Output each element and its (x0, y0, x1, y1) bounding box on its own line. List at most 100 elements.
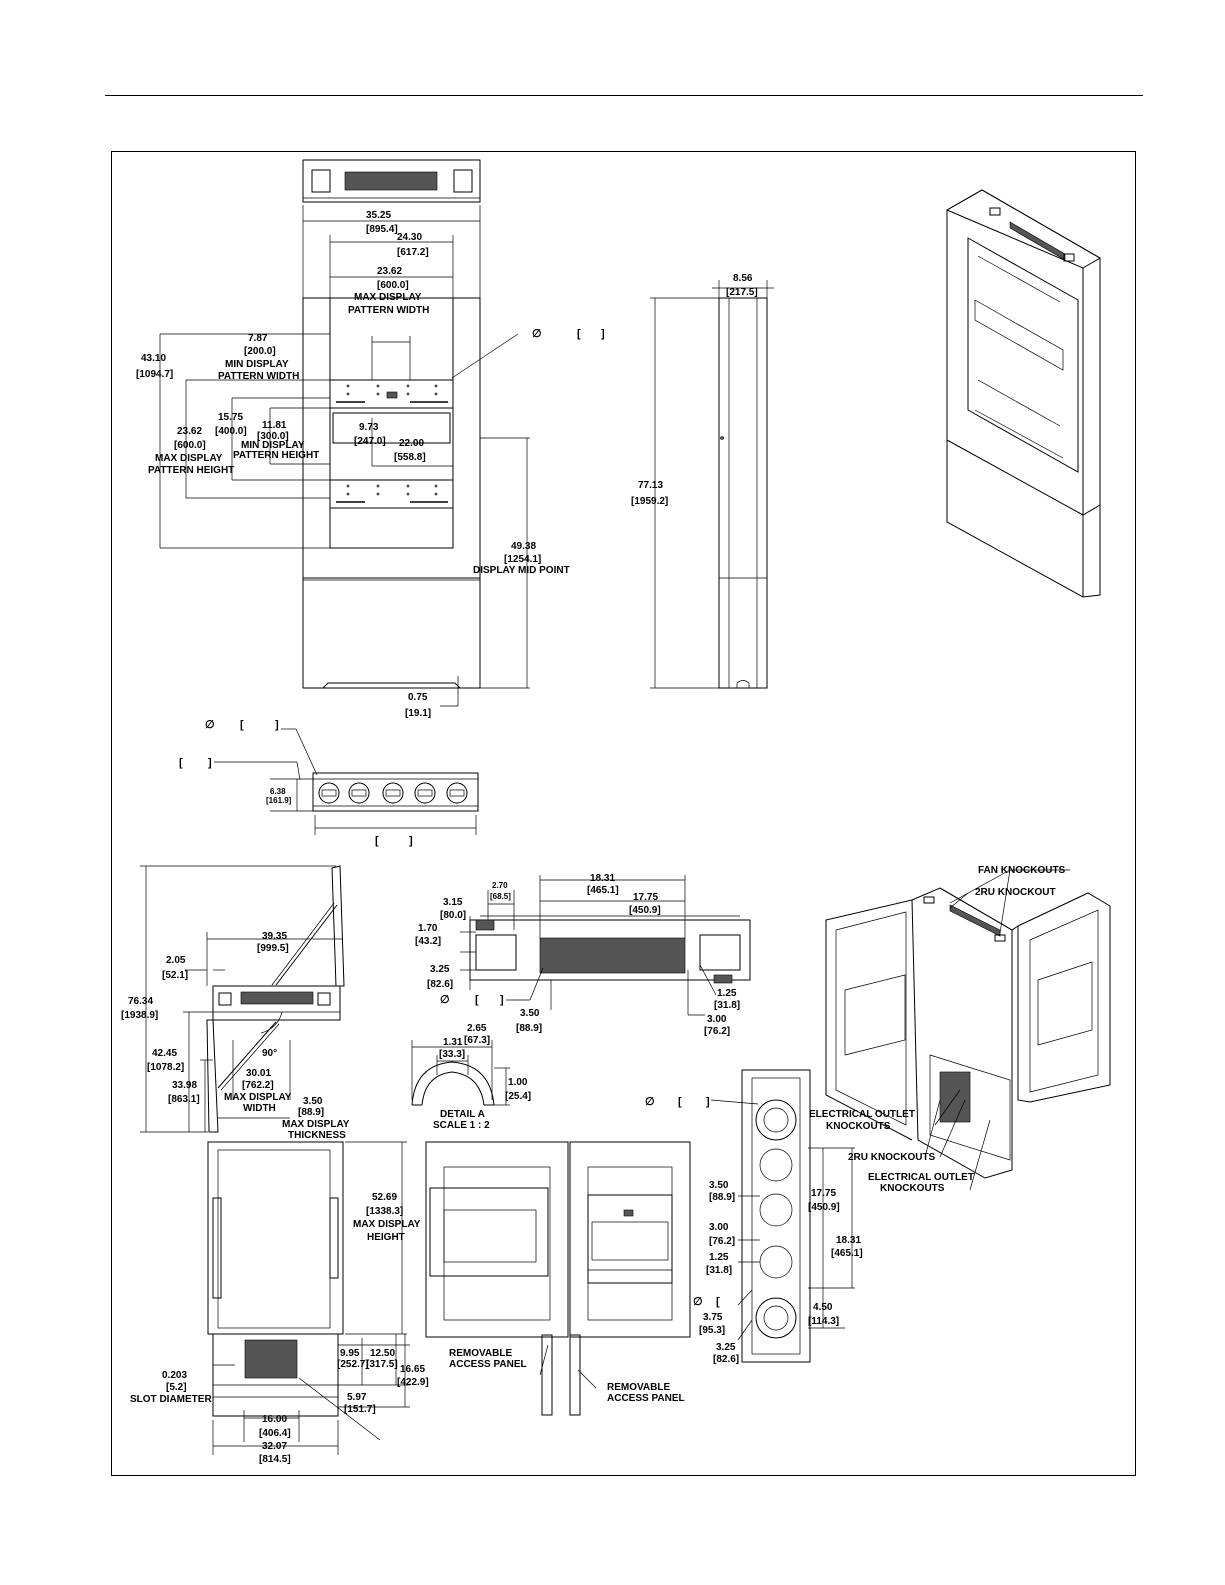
top-detail-vent (539, 937, 686, 974)
dim-9-73: 9.73 (359, 422, 379, 433)
dim-22-00-mm: [558.8] (394, 452, 426, 463)
dim-3-15-mm: [80.0] (440, 910, 466, 921)
label-max-pattern-width-1: MAX DISPLAY (354, 292, 422, 303)
svg-text:[: [ (678, 1096, 682, 1108)
dim-16-65-mm: [422.9] (397, 1377, 429, 1388)
label-removable-2b: ACCESS PANEL (607, 1393, 685, 1404)
dim-height: 77.13 (638, 480, 663, 491)
top-view (302, 159, 481, 203)
svg-text:]: ] (706, 1096, 710, 1108)
dim-76-34: 76.34 (128, 996, 153, 1007)
svg-text:[: [ (716, 1296, 720, 1308)
dim-1-25-top: 1.25 (717, 988, 737, 999)
label-30-01-2: WIDTH (243, 1103, 276, 1114)
dim-0-203-mm: [5.2] (166, 1382, 187, 1393)
dim-1-31: 1.31 (443, 1037, 463, 1048)
callout-2ru-knockouts: 2RU KNOCKOUTS (848, 1152, 936, 1163)
dim-3-50-top-mm: [88.9] (516, 1023, 542, 1034)
label-52-69-2: HEIGHT (367, 1232, 405, 1243)
diameter-symbol-2: ∅ (205, 719, 215, 731)
bottom-view (214, 728, 479, 835)
dim-30-01: 30.01 (246, 1068, 271, 1079)
svg-text:[: [ (179, 757, 183, 769)
dim-min-pattern-height-mm: [300.0] (257, 431, 289, 442)
dim-inner-width-mm: [617.2] (397, 247, 429, 258)
dim-52-69: 52.69 (372, 1192, 397, 1203)
dim-12-50-mm: [317.5] (366, 1359, 398, 1370)
label-min-pattern-width-2: PATTERN WIDTH (218, 371, 299, 382)
dim-1-00-mm: [25.4] (505, 1091, 531, 1102)
dim-18-31-top-mm: [465.1] (587, 885, 619, 896)
dim-4-50-mm: [114.3] (808, 1316, 839, 1327)
plan-view-door-open (140, 865, 345, 1133)
dim-2-05-mm: [52.1] (162, 970, 188, 981)
dim-0-203: 0.203 (162, 1370, 187, 1381)
svg-text:[: [ (240, 719, 244, 731)
dim-3-50-plan-mm: [88.9] (298, 1107, 324, 1118)
dim-angle: 90° (262, 1048, 277, 1059)
dim-9-95-mm: [252.7] (337, 1359, 369, 1370)
dim-12-50: 12.50 (370, 1348, 395, 1359)
dim-3-25-top-mm: [82.6] (427, 979, 453, 990)
dim-39-35-mm: [999.5] (257, 943, 289, 954)
isometric-closed (945, 189, 1101, 598)
dim-max-pattern-height: 23.62 (177, 426, 202, 437)
label-30-01-1: MAX DISPLAY (224, 1092, 292, 1103)
callout-electrical-2b: KNOCKOUTS (880, 1183, 945, 1194)
dim-5-97-mm: [151.7] (344, 1404, 376, 1415)
dim-16-65: 16.65 (400, 1364, 425, 1375)
label-removable-2a: REMOVABLE (607, 1382, 670, 1393)
dim-2-05: 2.05 (166, 955, 186, 966)
dim-6-38: 6.38 (270, 787, 286, 796)
dim-3-50-strip-mm: [88.9] (709, 1192, 735, 1203)
dim-3-00-top-mm: [76.2] (704, 1026, 730, 1037)
dim-9-95: 9.95 (340, 1348, 360, 1359)
diameter-symbol-1: ∅ (532, 328, 542, 340)
dim-5-97: 5.97 (347, 1392, 367, 1403)
svg-text:]: ] (409, 835, 413, 847)
dim-depth-mm: [217.5] (726, 287, 758, 298)
dim-3-00-strip: 3.00 (709, 1222, 729, 1233)
dim-9-73-mm: [247.0] (354, 436, 386, 447)
dim-33-98-mm: [863.1] (168, 1094, 200, 1105)
dim-top-height-mm: [1094.7] (136, 369, 173, 380)
dim-3-00-strip-mm: [76.2] (709, 1236, 735, 1247)
dim-3-15: 3.15 (443, 897, 463, 908)
dim-30-01-mm: [762.2] (242, 1080, 274, 1091)
dim-2-65: 2.65 (467, 1023, 487, 1034)
detail-a-title: DETAIL A (440, 1109, 485, 1120)
dim-1-70-mm: [43.2] (415, 936, 441, 947)
dim-min-pattern-width: 7.87 (248, 333, 268, 344)
svg-text:[: [ (577, 328, 581, 340)
diameter-symbol-3: ∅ (440, 994, 450, 1006)
isometric-open (825, 869, 1111, 1191)
diameter-symbol-5: ∅ (693, 1296, 703, 1308)
drawing-frame (111, 151, 1136, 1476)
dim-42-45: 42.45 (152, 1048, 177, 1059)
dim-32-07-mm: [814.5] (259, 1454, 291, 1465)
dim-32-07: 32.07 (262, 1441, 287, 1452)
dim-2-65-mm: [67.3] (464, 1035, 490, 1046)
label-3-50-plan-2: THICKNESS (288, 1130, 346, 1141)
dim-3-25-strip: 3.25 (716, 1342, 736, 1353)
top-detail-view (460, 875, 751, 1016)
dim-1-25-top-mm: [31.8] (714, 1000, 740, 1011)
dim-base: 0.75 (408, 692, 428, 703)
label-slot-diameter: SLOT DIAMETER (130, 1394, 212, 1405)
dim-76-34-mm: [1938.9] (121, 1010, 158, 1021)
dim-39-35: 39.35 (262, 931, 287, 942)
dim-3-25-top: 3.25 (430, 964, 450, 975)
svg-text:]: ] (601, 328, 605, 340)
dim-22-00: 22.00 (399, 438, 424, 449)
dim-3-25-strip-mm: [82.6] (713, 1354, 739, 1365)
rear-view (207, 1141, 410, 1455)
dim-2-70: 2.70 (492, 881, 508, 890)
dim-17-75-top-mm: [450.9] (629, 905, 661, 916)
dim-1-00: 1.00 (508, 1077, 528, 1088)
dim-midpoint-mm: [1254.1] (504, 554, 541, 565)
dim-16-00-mm: [406.4] (259, 1428, 291, 1439)
label-min-pattern-height-2: PATTERN HEIGHT (233, 450, 319, 461)
dim-min-pattern-width-mm: [200.0] (244, 346, 276, 357)
dim-min-pattern-height: 11.81 (262, 420, 287, 431)
dim-16-00: 16.00 (262, 1414, 287, 1425)
